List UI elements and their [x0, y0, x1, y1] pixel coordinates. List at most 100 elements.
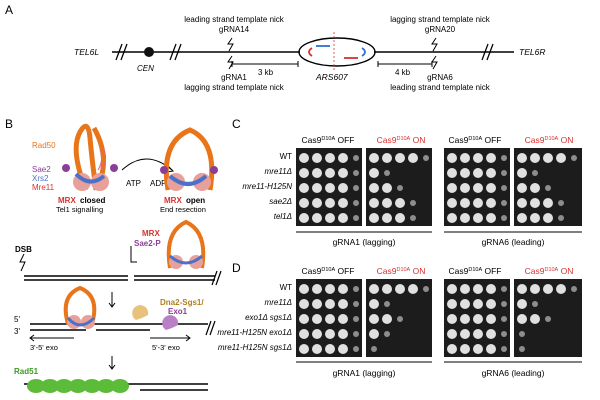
c-plate-gRNA6-off-spot [501, 155, 507, 161]
d-plate-gRNA1-off-spot [299, 329, 309, 339]
d-plate-gRNA1-off-spot [325, 284, 335, 294]
d-plate-gRNA1-on-spot [369, 299, 379, 309]
d-plate-gRNA6-off-spot [501, 286, 507, 292]
gRNA14-label: gRNA14 [219, 25, 250, 34]
c-plate-gRNA1-on-spot [395, 153, 405, 163]
ruler-left [231, 61, 299, 67]
c-plate-gRNA6-off-spot [460, 198, 470, 208]
xrs2-closed [74, 172, 106, 184]
exo35-label: 3'-5' exo [30, 343, 58, 352]
d-plate-gRNA6-on-spot [532, 301, 538, 307]
c-plate-gRNA1-off-spot [338, 153, 348, 163]
c-plate-gRNA1-on-spot [408, 153, 418, 163]
c-plate-gRNA6-on-spot [556, 153, 566, 163]
adp-label: ADP [150, 179, 166, 188]
d-plate-gRNA6-off-spot [447, 284, 457, 294]
d-plate-gRNA6-off-spot [447, 329, 457, 339]
c-plate-gRNA6-on-spot [517, 183, 527, 193]
c-plate-gRNA6-off-spot [473, 198, 483, 208]
c-plate-gRNA1-on-spot [369, 168, 379, 178]
ars-label: ARS607 [315, 72, 348, 82]
d-plate-gRNA1-off-spot [338, 329, 348, 339]
d-plate-gRNA6-on-spot [519, 331, 525, 337]
c-plate-gRNA6-off-spot [473, 153, 483, 163]
c-plate-gRNA6-off-spot [473, 183, 483, 193]
c-plate-gRNA6-on-spot [558, 200, 564, 206]
c-plate-gRNA6-off-spot [447, 183, 457, 193]
d-plate-gRNA6-off-spot [447, 299, 457, 309]
c-plate-gRNA1-on-spot [423, 155, 429, 161]
d-plate-gRNA6-on-spot [556, 284, 566, 294]
ruler-right [377, 61, 433, 67]
break-left [115, 43, 128, 61]
panel-c-strain-labels: WT mre11Δ mre11-H125N sae2Δ tel1Δ [242, 152, 292, 221]
c-plate-gRNA6-off-spot [501, 170, 507, 176]
three-prime-label: 3' [14, 327, 20, 336]
c-plate-gRNA6-off-spot [486, 198, 496, 208]
d-plate-gRNA1-off-spot [312, 329, 322, 339]
mrx-label-sae2p: MRX [142, 229, 160, 238]
c-plate-gRNA1-off-spot [353, 155, 359, 161]
d-plate-gRNA1-off-spot [325, 299, 335, 309]
d-plate-gRNA6-off-spot [460, 344, 470, 354]
panel-c-headers: Cas9D10A OFF Cas9D10A ON Cas9D10A OFF Ca… [302, 135, 574, 145]
mrx-label-closed: MRX [58, 196, 76, 205]
panel-a-label: A [5, 3, 13, 17]
c-plate-gRNA6-on-spot [543, 213, 553, 223]
c-plate-gRNA6-off-spot [460, 213, 470, 223]
closed-label: closed [80, 196, 105, 205]
c-plate-gRNA6-off-spot [447, 198, 457, 208]
d-plate-gRNA6-on-spot [571, 286, 577, 292]
d-plate-gRNA6-off-spot [501, 331, 507, 337]
open-sub-label: End resection [160, 205, 206, 214]
c-plate-gRNA1-off-spot [325, 213, 335, 223]
c-plate-gRNA1-off-spot [338, 198, 348, 208]
d-plate-gRNA6-on-spot [543, 284, 553, 294]
panel-d-plates [296, 279, 582, 357]
c-plate-gRNA6-on-spot [530, 153, 540, 163]
c-plate-gRNA1-off-spot [353, 185, 359, 191]
rad51-label: Rad51 [14, 367, 39, 376]
mre11-label: Mre11 [32, 183, 55, 192]
d-plate-gRNA1-off-spot [312, 284, 322, 294]
c-plate-gRNA1-on-spot [384, 170, 390, 176]
c-plate-gRNA6-on-spot [517, 153, 527, 163]
d-plate-gRNA1-on-spot [384, 301, 390, 307]
sae2p-arrow [130, 246, 137, 263]
c-plate-gRNA6-on-spot [558, 215, 564, 221]
d-plate-gRNA6-off-spot [460, 314, 470, 324]
c-plate-gRNA1-on-spot [410, 200, 416, 206]
d-plate-gRNA1-on-spot [423, 286, 429, 292]
d-header-4: Cas9D10A ON [525, 266, 574, 276]
gRNA20-label: gRNA20 [425, 25, 456, 34]
sae2-label: Sae2 [32, 165, 51, 174]
d-plate-gRNA6-on-spot [517, 314, 527, 324]
c-plate-gRNA1-off-spot [325, 168, 335, 178]
c-plate-gRNA1-off-spot [353, 200, 359, 206]
c-plate-gRNA6-off-spot [486, 168, 496, 178]
c-plate-gRNA1-off-spot [312, 168, 322, 178]
dna2-pacman-icon [132, 305, 149, 320]
c-plate-gRNA1-off-spot [338, 168, 348, 178]
c-plate-gRNA6-on-spot [545, 185, 551, 191]
c-strain-3: sae2Δ [269, 197, 292, 206]
c-plate-gRNA1-off-spot [299, 183, 309, 193]
centromere [144, 47, 154, 57]
gRNA14-desc: leading strand template nick [184, 15, 285, 24]
rad50-coil-closed [73, 123, 99, 191]
d-plate-gRNA1-off-spot [312, 344, 322, 354]
step-arrow-1-head-icon [108, 302, 116, 308]
d-plate-gRNA1-off-spot [299, 299, 309, 309]
c-strain-4: tel1Δ [274, 212, 292, 221]
c-header-1: Cas9D10A OFF [302, 135, 355, 145]
sae2p-label: Sae2-P [134, 239, 161, 248]
c-plate-gRNA6-on-spot [571, 155, 577, 161]
panel-b-label: B [5, 117, 13, 131]
d-plate-gRNA1-on-spot [382, 284, 392, 294]
d-plate-gRNA6-off-spot [486, 299, 496, 309]
c-plate-gRNA1-off-spot [353, 170, 359, 176]
sae2-open-left [160, 166, 168, 174]
c-plate-gRNA1-on-spot [369, 183, 379, 193]
c-plate-gRNA1-on-spot [369, 213, 379, 223]
c-plate-gRNA6-off-spot [486, 153, 496, 163]
